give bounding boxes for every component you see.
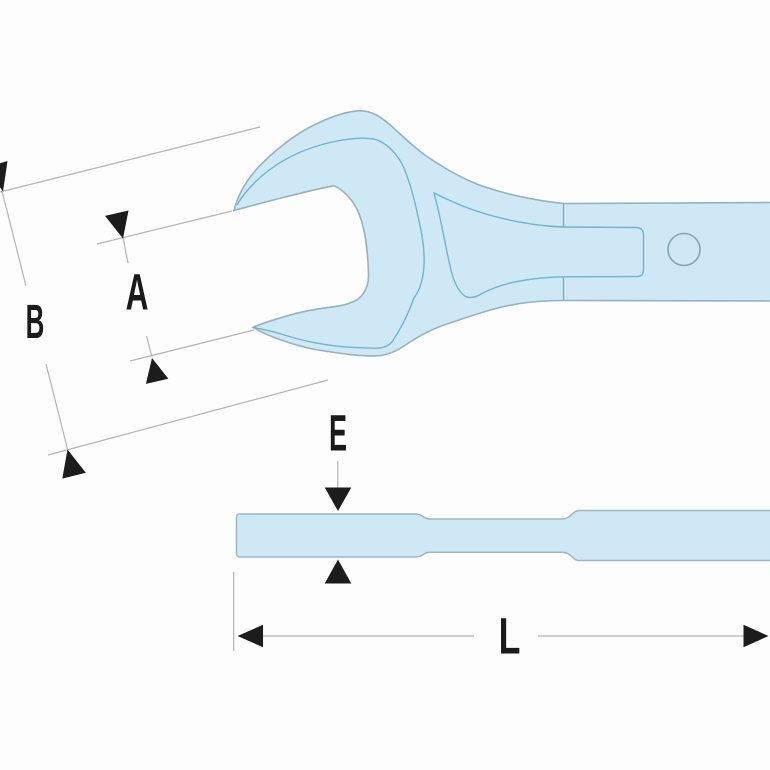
svg-text:E: E	[329, 404, 347, 461]
svg-text:L: L	[499, 608, 521, 665]
svg-text:B: B	[26, 296, 45, 350]
svg-text:A: A	[126, 264, 149, 320]
